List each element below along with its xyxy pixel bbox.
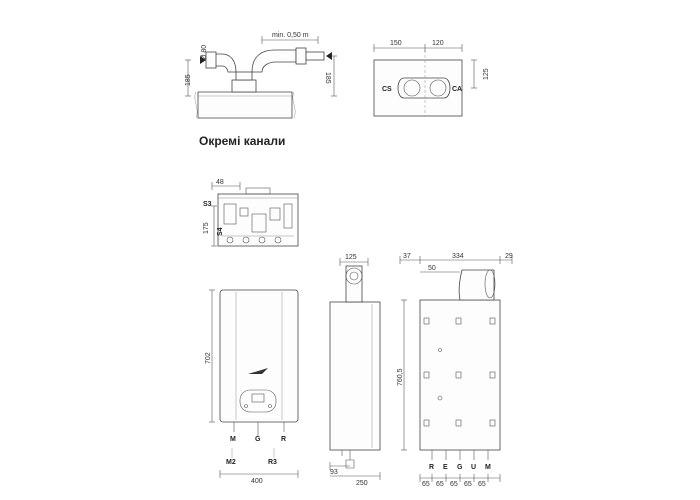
dim-back-spacing-4: 65 — [464, 481, 472, 488]
label-front-m: M — [230, 436, 236, 443]
dim-right-height: 185 — [324, 72, 331, 84]
dim-48: 48 — [216, 179, 224, 186]
label-back-m: M — [485, 464, 491, 471]
dim-back-spacing-5: 65 — [478, 481, 486, 488]
label-cs: CS — [382, 86, 392, 93]
dim-front-height: 702 — [205, 352, 212, 364]
top-view-cs-ca: 150 120 125 CS CA — [373, 40, 490, 117]
dim-120: 120 — [432, 40, 444, 47]
dim-min-distance: min. 0,50 m — [272, 32, 309, 39]
label-s4: S4 — [217, 227, 224, 236]
dim-front-width: 400 — [251, 478, 263, 485]
dim-left-height: 185 — [185, 74, 192, 86]
dim-back-50: 50 — [428, 265, 436, 272]
label-back-e: E — [443, 464, 448, 471]
label-ca: CA — [452, 86, 462, 93]
dim-side-93: 93 — [330, 469, 338, 476]
dim-125: 125 — [483, 68, 490, 80]
label-back-g: G — [457, 464, 463, 471]
dim-175: 175 — [203, 222, 210, 234]
dim-back-spacing-3: 65 — [450, 481, 458, 488]
label-front-m2: M2 — [226, 459, 236, 466]
boiler-top-detail: 48 175 S3 S4 — [203, 179, 299, 247]
label-back-u: U — [471, 464, 476, 471]
label-back-r: R — [429, 464, 434, 471]
dim-150: 150 — [390, 40, 402, 47]
label-front-r3: R3 — [268, 459, 277, 466]
dim-side-250: 250 — [356, 480, 368, 487]
label-front-r: R — [281, 436, 286, 443]
dim-back-spacing-2: 65 — [436, 481, 444, 488]
boiler-front-view: M G R M2 R3 702 400 — [205, 289, 299, 485]
dim-left-diameter: Ø 80 — [201, 45, 208, 60]
dim-side-125: 125 — [345, 254, 357, 261]
label-s3: S3 — [203, 201, 212, 208]
boiler-side-view: 125 93 250 — [329, 254, 381, 487]
flue-separate-view: min. 0,50 m 185 Ø 80 185 — [185, 32, 337, 119]
label-front-g: G — [255, 436, 261, 443]
boiler-back-view: R E G U M 37 334 29 50 760,5 — [397, 253, 513, 488]
dim-back-spacing-1: 65 — [422, 481, 430, 488]
dim-back-334: 334 — [452, 253, 464, 260]
dim-back-37: 37 — [403, 253, 411, 260]
section-heading: Окремі канали — [199, 134, 286, 148]
dim-back-29: 29 — [505, 253, 513, 260]
dim-back-height: 760,5 — [397, 368, 404, 386]
